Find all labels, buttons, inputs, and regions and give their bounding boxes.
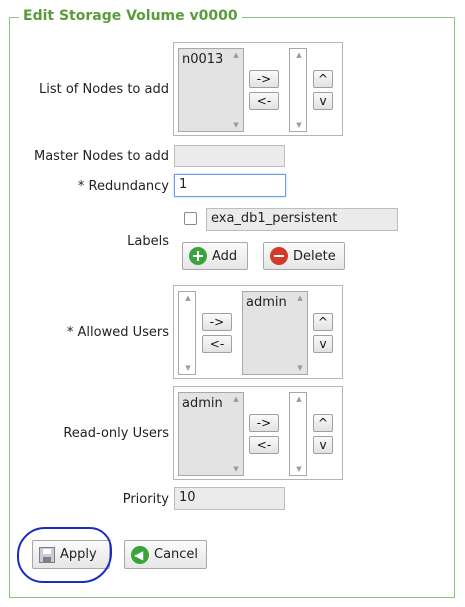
readonly-users-remove-button[interactable]: <- (249, 436, 279, 454)
label-checkbox[interactable] (184, 212, 197, 225)
scroll-up-icon[interactable]: ▲ (233, 51, 239, 59)
nodes-add-button[interactable]: -> (249, 70, 279, 88)
readonly-users-label: Read-only Users (63, 426, 169, 441)
back-arrow-icon: ◀ (131, 545, 149, 564)
scroll-up-icon[interactable]: ▲ (297, 294, 303, 302)
readonly-users-available-list[interactable]: admin ▲ ▼ (178, 392, 244, 476)
add-label-button[interactable]: Add (182, 242, 248, 270)
cancel-label: Cancel (154, 547, 199, 562)
readonly-users-selected-list[interactable]: ▲ ▼ (289, 392, 307, 476)
list-item[interactable]: admin (246, 295, 287, 310)
allowed-users-selected-list[interactable]: admin ▲ ▼ (242, 291, 308, 375)
master-nodes-field[interactable] (174, 145, 285, 167)
delete-label-button[interactable]: Delete (263, 242, 345, 270)
nodes-group: n0013 ▲ ▼ -> <- ▲ ▼ ^ v (173, 42, 343, 136)
scroll-down-icon[interactable]: ▼ (296, 465, 302, 473)
readonly-users-add-button[interactable]: -> (249, 414, 279, 432)
list-item[interactable]: admin (182, 396, 223, 411)
apply-highlight-circle (17, 527, 112, 583)
nodes-move-up-button[interactable]: ^ (313, 70, 333, 88)
delete-label: Delete (293, 248, 336, 264)
plus-circle-icon (189, 247, 207, 265)
scroll-up-icon[interactable]: ▲ (296, 51, 302, 59)
allowed-users-add-button[interactable]: -> (202, 313, 232, 331)
scroll-down-icon[interactable]: ▼ (233, 465, 239, 473)
priority-field[interactable]: 10 (174, 487, 285, 510)
redundancy-label: * Redundancy (77, 179, 169, 194)
scroll-down-icon[interactable]: ▼ (233, 121, 239, 129)
nodes-move-down-button[interactable]: v (313, 92, 333, 110)
cancel-button[interactable]: ◀ Cancel (124, 540, 207, 569)
minus-circle-icon (270, 247, 288, 265)
nodes-label: List of Nodes to add (38, 82, 169, 97)
master-nodes-label: Master Nodes to add (33, 149, 169, 164)
readonly-users-move-up-button[interactable]: ^ (313, 414, 333, 432)
scroll-down-icon[interactable]: ▼ (185, 364, 191, 372)
nodes-available-list[interactable]: n0013 ▲ ▼ (178, 48, 244, 132)
redundancy-input[interactable]: 1 (174, 174, 286, 197)
scroll-down-icon[interactable]: ▼ (297, 364, 303, 372)
allowed-users-move-up-button[interactable]: ^ (313, 313, 333, 331)
form-title: Edit Storage Volume v0000 (19, 7, 242, 25)
allowed-users-available-list[interactable]: ▲ ▼ (178, 291, 196, 375)
priority-label: Priority (122, 492, 169, 507)
scroll-up-icon[interactable]: ▲ (185, 294, 191, 302)
scroll-down-icon[interactable]: ▼ (296, 121, 302, 129)
allowed-users-label: * Allowed Users (66, 325, 169, 340)
allowed-users-remove-button[interactable]: <- (202, 335, 232, 353)
allowed-users-move-down-button[interactable]: v (313, 335, 333, 353)
list-item[interactable]: n0013 (182, 52, 224, 67)
scroll-up-icon[interactable]: ▲ (233, 395, 239, 403)
readonly-users-move-down-button[interactable]: v (313, 436, 333, 454)
nodes-selected-list[interactable]: ▲ ▼ (289, 48, 307, 132)
scroll-up-icon[interactable]: ▲ (296, 395, 302, 403)
labels-label: Labels (127, 234, 169, 249)
readonly-users-group: admin ▲ ▼ -> <- ▲ ▼ ^ v (173, 386, 343, 480)
allowed-users-group: ▲ ▼ -> <- admin ▲ ▼ ^ v (173, 285, 343, 379)
nodes-remove-button[interactable]: <- (249, 92, 279, 110)
add-label: Add (212, 248, 238, 264)
label-name-field[interactable]: exa_db1_persistent (206, 208, 398, 231)
